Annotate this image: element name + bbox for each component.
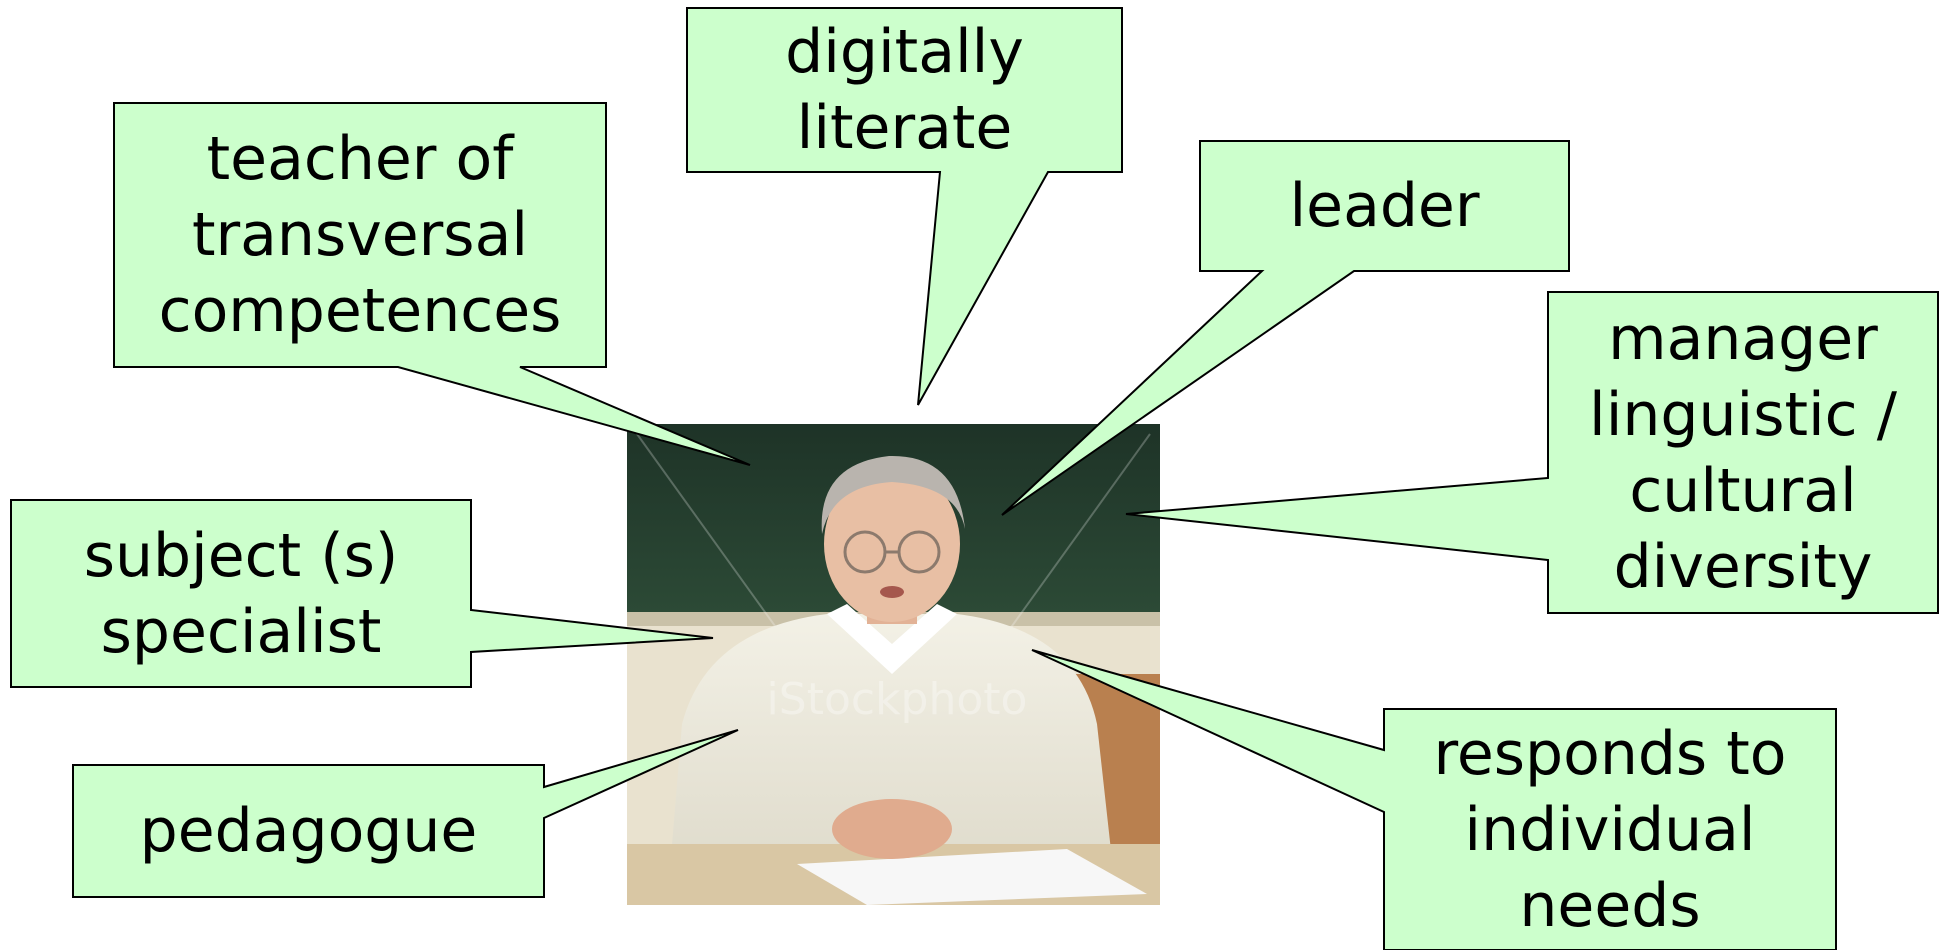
callout-subject-specialist bbox=[10, 499, 714, 688]
callout-responds-to-individual-needs bbox=[1031, 649, 1837, 950]
callout-manager-linguistic-cultural-diversity bbox=[1125, 291, 1939, 614]
face bbox=[824, 466, 960, 622]
callout-leader bbox=[1001, 140, 1570, 516]
callout-pedagogue bbox=[72, 729, 739, 898]
shirt bbox=[667, 614, 1117, 905]
collar bbox=[827, 604, 957, 674]
callout-teacher-of-transversal-competences bbox=[113, 102, 751, 466]
watermark-text: iStockphoto bbox=[767, 674, 1028, 725]
mouth bbox=[880, 586, 904, 598]
callout-digitally-literate bbox=[686, 7, 1123, 406]
papers bbox=[797, 849, 1147, 905]
hands bbox=[832, 799, 952, 859]
hair bbox=[821, 455, 965, 534]
